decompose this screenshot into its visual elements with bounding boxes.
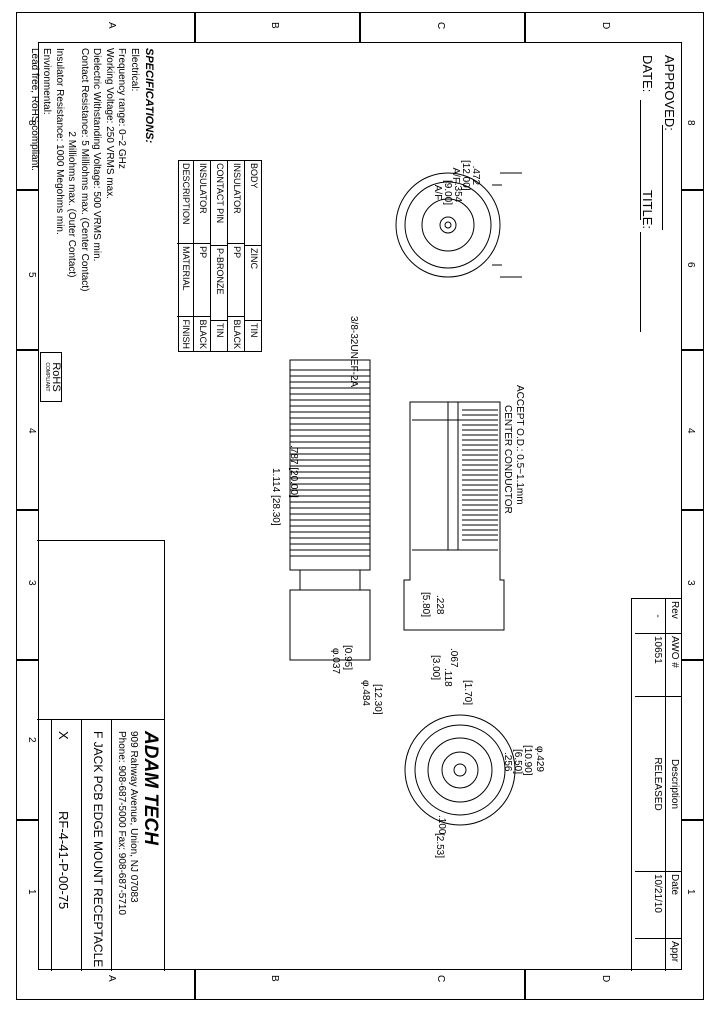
part-number: RF-4-41-P-00-75 [56,811,71,910]
spec-line: Lead free, RoHS compliant. [29,48,40,171]
specs-list: Electrical: Frequency range: 0~2 GHz Wor… [28,48,140,292]
rev-cell: - [635,599,665,634]
mat-cell: ZINC [245,246,261,321]
rev-header: Rev [666,599,682,634]
title-block: ADAM TECH 909 Rahway Avenue, Union, NJ 0… [37,540,165,971]
dim-429-mm: [10.90] [522,745,533,776]
company-phone: Phone: 908-687-5000 Fax: 908-687-5710 [116,731,127,916]
dim-front-inner: .354 [9.00] A/F [432,180,463,206]
dim-484: φ.484 [360,680,371,706]
dim-256-mm: [6.50] [512,749,523,775]
rev-header: Description [666,697,682,872]
section-view-drawing [403,401,505,631]
dim-228: .228 [434,595,445,615]
dim-1114: 1.114 [28.30] [270,468,281,526]
rev-cell: 10/21/10 [635,872,665,939]
mat-cell: TIN [249,323,259,338]
mat-cell: P-BRONZE [211,246,227,321]
mat-cell: BLACK [232,319,242,349]
thread-spec: 3/8-32UNEF-2A [348,316,359,388]
end-view-drawing [404,714,516,826]
mat-cell: PP [194,244,210,318]
company-name: ADAM TECH [140,731,161,845]
approved-label: APPROVED: [662,55,677,131]
rohs-mark: RoHS COMPLIANT [40,352,62,402]
dim-429: φ.429 [534,746,545,772]
spec-line: Electrical: [129,48,140,92]
dim-228-mm: [5.80] [420,592,431,618]
dim-100-mm: [2.53] [434,833,445,859]
mat-header: FINISH [181,319,191,349]
mat-header: MATERIAL [177,244,193,318]
spec-line: Dielectric Withstanding Voltage: 500 VRM… [91,48,103,262]
spec-line: Frequency range: 0~2 GHz [116,48,128,169]
title-label: TITLE: [640,190,655,230]
mat-cell: BLACK [198,319,208,349]
date-label: DATE: [640,55,655,93]
spec-line: Insulator Resistance: 1000 Megohms min. [54,48,65,235]
front-view-drawing [395,172,522,278]
rev-header: Date [666,872,682,939]
mat-cell: TIN [215,323,225,338]
dim-067-mm: [1.70] [462,680,473,706]
mat-cell: BODY [245,161,261,246]
dim-037: φ.037 [330,648,341,674]
mat-cell: INSULATOR [194,161,210,245]
rohs-sub: COMPLIANT [44,362,50,392]
accept-od-note: ACCEPT O.D.: 0.5~1.1mm [514,385,525,505]
dim-067: .067 [448,648,459,668]
mat-cell: INSULATOR [228,161,244,245]
title-line [640,232,641,332]
rev-header: AWO # [666,634,682,697]
elevation-view-drawing [289,359,371,661]
dim-118: .118 [442,668,453,687]
drawing-title: F JACK PCB EDGE MOUNT RECEPTACLE [91,731,105,968]
spec-line: Working Voltage: 250 VRMS max. [104,48,115,199]
x-mark: X [56,731,71,740]
mat-header: DESCRIPTION [177,161,193,245]
dim-256: .256 [502,752,513,772]
approved-line [662,125,663,230]
revision-table: Rev AWO # Description Date Appr - 10651 … [631,598,682,971]
spec-line: Environmental: [41,48,53,115]
dim-100: .100 [436,815,447,835]
spec-line: Contact Resistance: 5 Milliohms max. (Ce… [79,48,90,292]
dim-118-mm: [3.00] [430,655,441,681]
mat-cell: PP [228,244,244,318]
rev-cell [635,939,665,943]
dim-037-mm: [0.95] [342,645,353,671]
rev-cell: RELEASED [635,697,665,872]
mat-cell: CONTACT PIN [211,161,227,246]
rev-header: Appr [669,941,680,963]
dim-787: .787 [20.00] [288,445,299,498]
accept-od-note-2: CENTER CONDUCTOR [502,405,513,514]
rev-cell: 10651 [635,634,665,697]
rohs-label: RoHS [50,362,62,392]
materials-table: BODY ZINC TIN INSULATOR PP BLACK CONTACT… [177,160,262,352]
spec-line: 2 Milliohms max. (Outer Contact) [66,48,78,278]
specs-heading: SPECIFICATIONS: [143,48,155,144]
dim-484-mm: [12.30] [372,684,383,715]
company-address: 909 Rahway Avenue, Union, NJ 07083 [128,731,139,903]
